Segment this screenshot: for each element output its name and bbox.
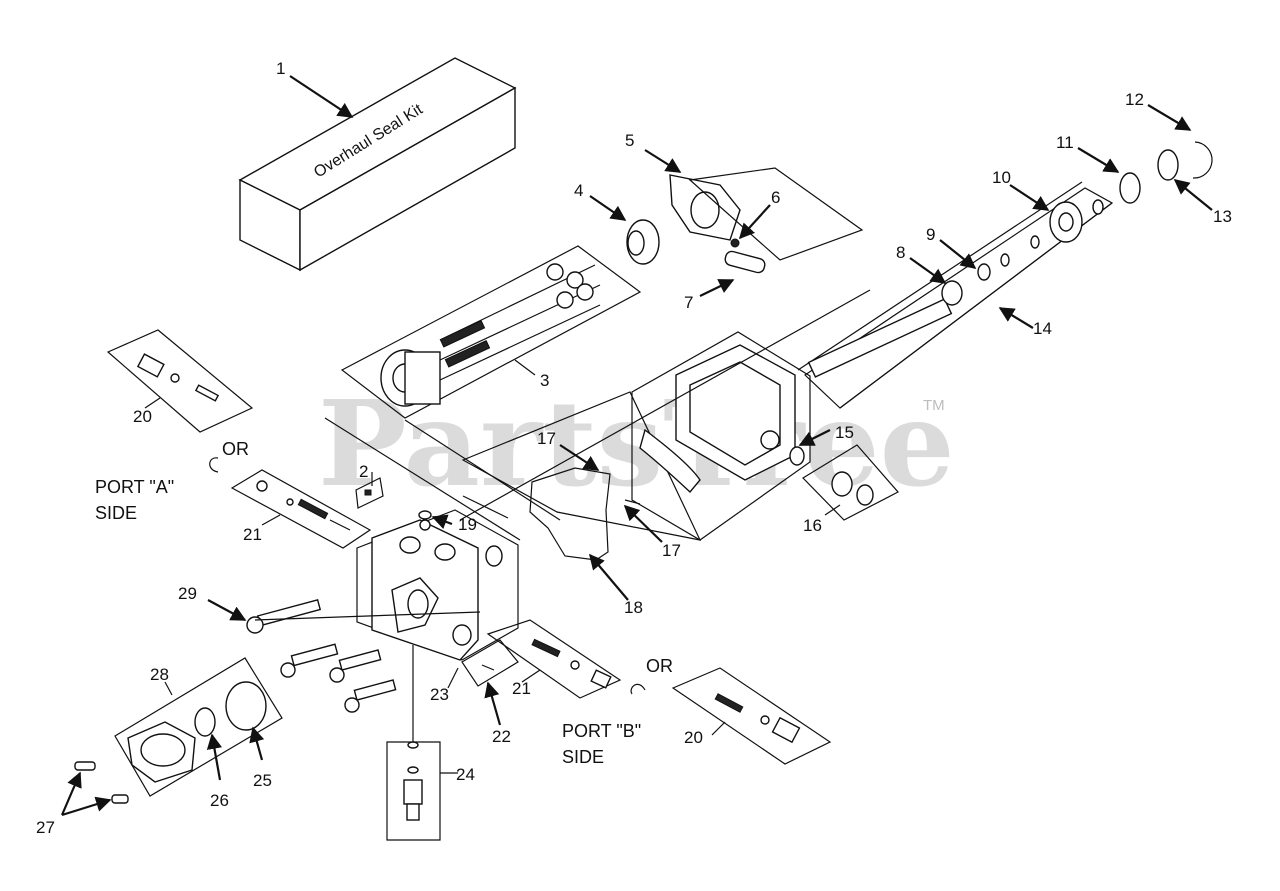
watermark-trademark: TM [923, 397, 945, 414]
check-valve-panel-20-upper [106, 329, 254, 433]
end-cover-panel-28 [114, 657, 283, 797]
overhaul-seal-kit-box: Overhaul Seal Kit [238, 57, 517, 272]
callout-21-left: 21 [243, 525, 262, 544]
callout-29: 29 [178, 584, 197, 603]
pin-panel-22 [461, 639, 519, 687]
bearing-4 [626, 219, 660, 265]
port-a-label-line1: PORT "A" [95, 477, 174, 497]
callout-13: 13 [1213, 207, 1232, 226]
callout-18: 18 [624, 598, 643, 617]
callout-12: 12 [1125, 90, 1144, 109]
callout-3: 3 [540, 371, 549, 390]
callout-4: 4 [574, 181, 583, 200]
screws-27 [74, 761, 129, 804]
callout-14: 14 [1033, 319, 1052, 338]
plug-19 [418, 510, 432, 520]
pump-housing-15 [631, 331, 811, 541]
callout-16: 16 [803, 516, 822, 535]
assembly-line [404, 419, 561, 521]
callout-6: 6 [771, 188, 780, 207]
callout-19: 19 [458, 515, 477, 534]
port-a-label-line2: SIDE [95, 503, 137, 523]
callout-11: 11 [1056, 133, 1074, 152]
callout-20-lower: 20 [684, 728, 703, 747]
or-label-upper: OR [222, 439, 249, 459]
callout-27: 27 [36, 818, 55, 837]
callout-25: 25 [253, 771, 272, 790]
callout-17-upper: 17 [537, 429, 556, 448]
trunnion-pin-7 [724, 238, 766, 274]
swashplate-5 [669, 167, 864, 261]
relief-valve-panel-21-right [486, 619, 622, 699]
check-valve-panel-20-lower [671, 667, 832, 765]
callout-8: 8 [896, 243, 905, 262]
assembly-line [324, 417, 521, 541]
bolts-29 [246, 599, 397, 713]
callout-24: 24 [456, 765, 475, 784]
callout-15: 15 [835, 423, 854, 442]
callout-20-upper: 20 [133, 407, 152, 426]
center-section-23 [356, 495, 519, 661]
or-clip-symbol [209, 457, 219, 473]
input-shaft-panel [797, 141, 1213, 409]
callout-28: 28 [150, 665, 169, 684]
fitting-panel-24 [386, 645, 441, 841]
seal-panel-16 [802, 444, 899, 521]
assembly-line [459, 289, 871, 521]
callout-23: 23 [430, 685, 449, 704]
callout-17-lower: 17 [662, 541, 681, 560]
callout-7: 7 [684, 293, 693, 312]
callout-10: 10 [992, 168, 1011, 187]
or-clip-symbol [630, 683, 646, 695]
assembly-line [254, 611, 481, 621]
relief-valve-panel-21-left [230, 469, 372, 549]
or-label-lower: OR [646, 656, 673, 676]
callout-26: 26 [210, 791, 229, 810]
cylinder-block-kit-panel [340, 245, 642, 419]
callout-21-right: 21 [512, 679, 531, 698]
callout-9: 9 [926, 225, 935, 244]
callout-1: 1 [276, 59, 285, 78]
callout-5: 5 [625, 131, 634, 150]
callout-2: 2 [359, 462, 368, 481]
callout-22: 22 [492, 727, 511, 746]
port-b-label-line2: SIDE [562, 747, 604, 767]
port-b-label-line1: PORT "B" [562, 721, 641, 741]
